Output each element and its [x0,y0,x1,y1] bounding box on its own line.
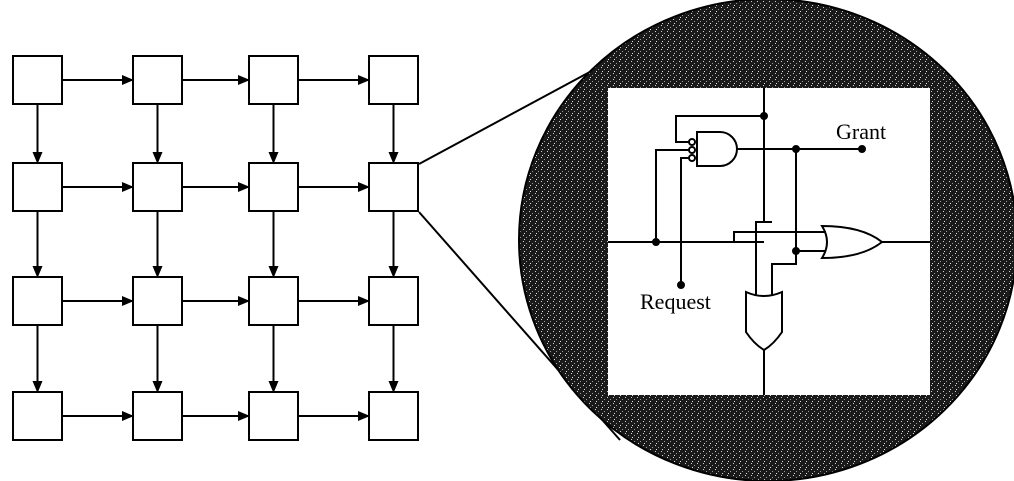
grid-cell-r2-c3 [248,162,299,212]
grid-cell-r4-c3 [248,391,299,441]
grant-label: Grant [836,119,886,144]
grid-cell-r3-c1 [12,276,63,326]
request-label: Request [640,289,711,314]
grid-cell-r1-c2 [132,55,183,105]
or-gate-vertical [745,290,783,352]
grid-cell-r1-c3 [248,55,299,105]
grid-cell-r2-c4 [368,162,419,212]
grid-cell-r1-c1 [12,55,63,105]
grid-cell-r3-c2 [132,276,183,326]
arbiter-cell-circuit [608,88,930,395]
grid-cell-r2-c1 [12,162,63,212]
or-gate-horizontal [820,224,884,260]
grid-cell-r3-c4 [368,276,419,326]
grid-cell-r1-c4 [368,55,419,105]
grid-cell-r4-c4 [368,391,419,441]
grid-cell-r3-c3 [248,276,299,326]
grid-cell-r4-c1 [12,391,63,441]
zoom-line-top [418,59,613,165]
cell-grid [12,55,419,441]
and-gate [696,131,738,167]
grid-cell-r2-c2 [132,162,183,212]
grid-cell-r4-c2 [132,391,183,441]
